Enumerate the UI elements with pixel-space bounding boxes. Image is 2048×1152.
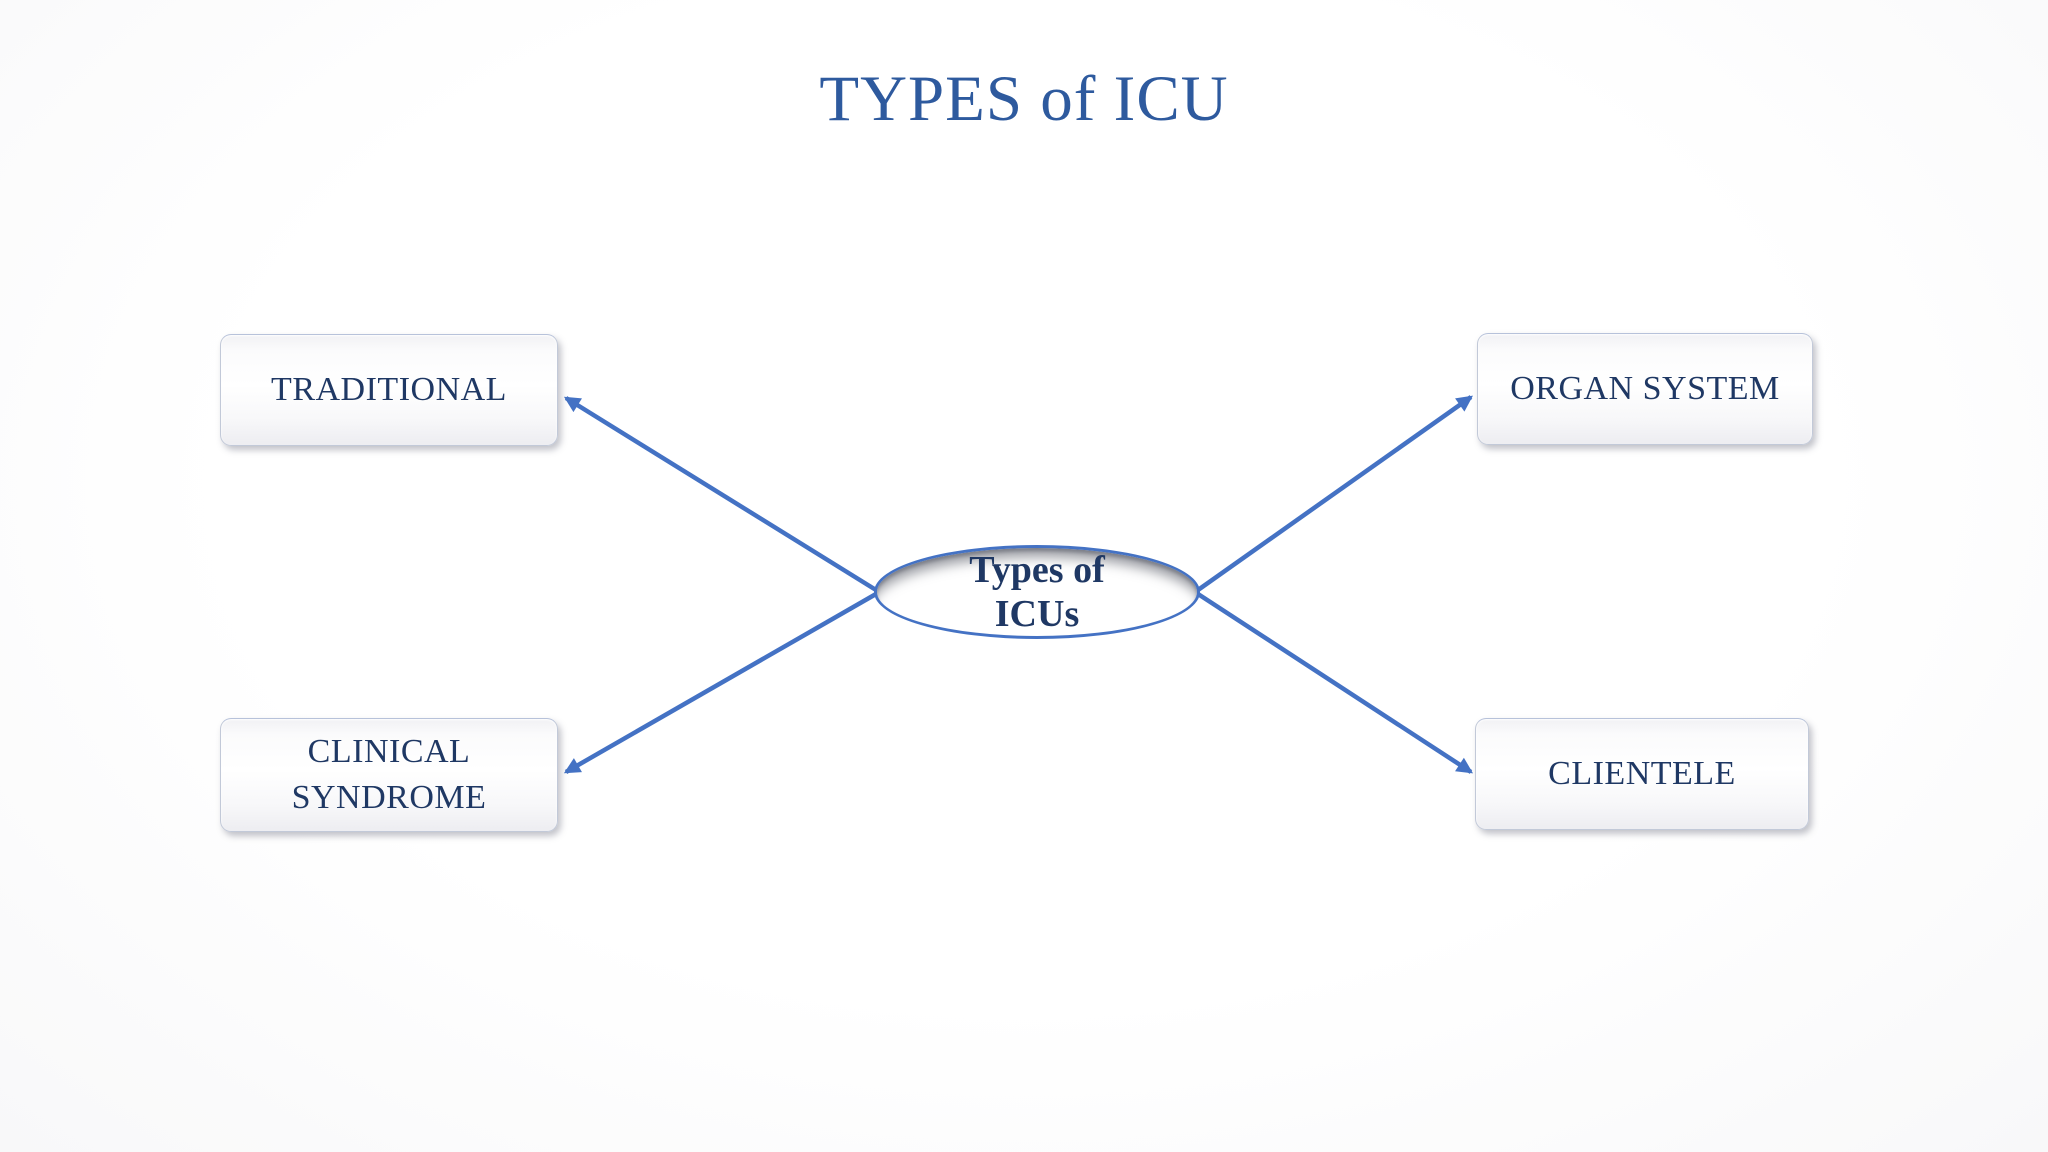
node-clientele-label: CLIENTELE	[1548, 755, 1736, 793]
center-node-label-line2: ICUs	[994, 593, 1080, 635]
center-node-label-line1: Types of	[969, 549, 1105, 591]
connector-center-to-traditional	[563, 396, 878, 592]
connector-center-to-organ-system	[1196, 395, 1473, 592]
page-title: TYPES of ICU	[819, 63, 1229, 135]
node-clinical-syndrome: CLINICAL SYNDROME	[220, 718, 558, 832]
connector-center-to-clientele	[1196, 592, 1474, 774]
node-organ-system: ORGAN SYSTEM	[1477, 333, 1813, 445]
node-clinical-syndrome-label: CLINICAL SYNDROME	[291, 733, 487, 816]
node-organ-system-label: ORGAN SYSTEM	[1510, 370, 1780, 408]
connector-center-to-clinical-syndrome	[563, 592, 878, 774]
node-traditional: TRADITIONAL	[220, 334, 558, 446]
node-center-types-of-icus: Types of ICUs	[874, 545, 1200, 639]
node-clientele: CLIENTELE	[1475, 718, 1809, 830]
node-traditional-label: TRADITIONAL	[271, 371, 507, 409]
